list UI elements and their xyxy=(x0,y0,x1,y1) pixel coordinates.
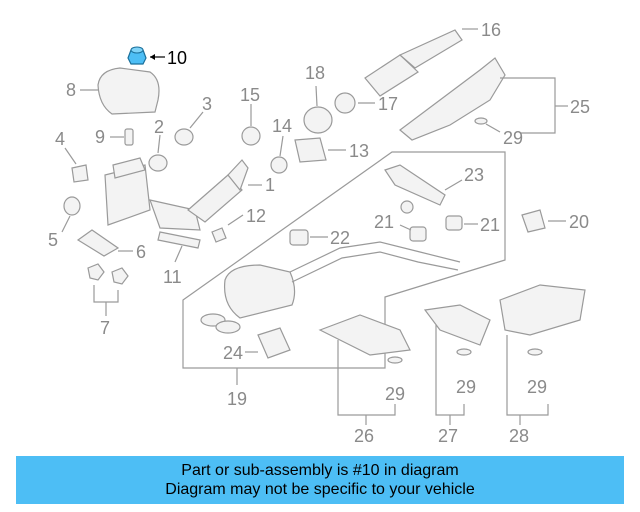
callout-18: 18 xyxy=(305,63,325,83)
callout-21b: 21 xyxy=(480,215,500,235)
callout-22: 22 xyxy=(330,228,350,248)
part-2-gasket xyxy=(148,154,168,172)
callout-19: 19 xyxy=(227,389,247,409)
part-13-clamp xyxy=(294,137,327,163)
callout-24: 24 xyxy=(223,343,243,363)
part-24-bracket xyxy=(257,327,291,359)
part-22-hanger xyxy=(289,229,309,246)
callout-2: 2 xyxy=(154,117,164,137)
callout-11: 11 xyxy=(163,267,182,287)
part-3-gasket xyxy=(174,128,194,146)
catalytic-converter-assembly xyxy=(104,157,201,231)
callout-21a: 21 xyxy=(374,212,394,232)
callout-26: 26 xyxy=(354,426,374,446)
part-25-heat-shield xyxy=(399,57,568,141)
callout-9: 9 xyxy=(95,127,105,147)
callout-29c: 29 xyxy=(456,377,476,397)
callout-29a: 29 xyxy=(503,128,523,148)
part-6-gasket xyxy=(76,229,120,257)
part-7-nuts xyxy=(87,263,129,316)
callout-5: 5 xyxy=(48,230,58,250)
callout-4: 4 xyxy=(55,129,65,149)
part-4-clip xyxy=(71,164,89,183)
rear-exhaust-group-box xyxy=(182,151,506,369)
banner-line-2: Diagram may not be specific to your vehi… xyxy=(165,481,475,498)
callout-10[interactable]: 10 xyxy=(167,48,187,68)
part-14-ring xyxy=(270,156,288,174)
callout-23: 23 xyxy=(464,165,484,185)
callout-15: 15 xyxy=(240,85,260,105)
callout-13: 13 xyxy=(349,141,369,161)
part-12-bolt xyxy=(211,227,227,243)
callout-12: 12 xyxy=(246,206,266,226)
callout-27: 27 xyxy=(438,426,458,446)
part-21-hanger-a xyxy=(409,226,427,242)
callout-8: 8 xyxy=(66,80,76,100)
part-bolt-small xyxy=(400,200,414,214)
callout-25: 25 xyxy=(570,97,590,117)
banner-line-1: Part or sub-assembly is #10 in diagram xyxy=(181,462,459,479)
callout-7: 7 xyxy=(100,318,110,338)
part-5-grommet xyxy=(63,196,81,216)
part-9-pin xyxy=(124,128,134,146)
part-17-ring xyxy=(334,92,356,114)
part-28-heat-shield xyxy=(499,284,586,425)
callout-6: 6 xyxy=(136,242,146,262)
callout-1: 1 xyxy=(265,175,275,195)
callout-29b: 29 xyxy=(385,384,405,404)
part-23-bracket xyxy=(384,164,446,206)
info-banner: Part or sub-assembly is #10 in diagram D… xyxy=(16,456,624,504)
callout-14: 14 xyxy=(272,116,292,136)
part-21-hanger-b xyxy=(445,215,463,231)
callout-16: 16 xyxy=(481,20,501,40)
part-10-nut[interactable] xyxy=(127,46,165,65)
part-8-cover xyxy=(80,67,160,115)
callout-28: 28 xyxy=(509,426,529,446)
part-20-clamp xyxy=(521,209,546,233)
callout-3: 3 xyxy=(202,94,212,114)
part-18-flange xyxy=(303,106,333,134)
exhaust-parts-diagram: 10 8 9 4 5 6 7 2 3 1 xyxy=(48,20,590,446)
rear-muffler xyxy=(200,241,461,334)
part-15-ring xyxy=(241,126,261,146)
part-16-catalytic-pipe xyxy=(364,28,478,97)
callout-17: 17 xyxy=(378,94,398,114)
part-29-washer-a xyxy=(474,117,488,125)
part-11-flange xyxy=(157,231,201,249)
callout-29d: 29 xyxy=(527,377,547,397)
part-1-front-pipe xyxy=(187,159,262,223)
part-27-heat-shield xyxy=(423,304,491,425)
callout-20: 20 xyxy=(569,212,589,232)
part-26-heat-shield xyxy=(318,314,411,425)
